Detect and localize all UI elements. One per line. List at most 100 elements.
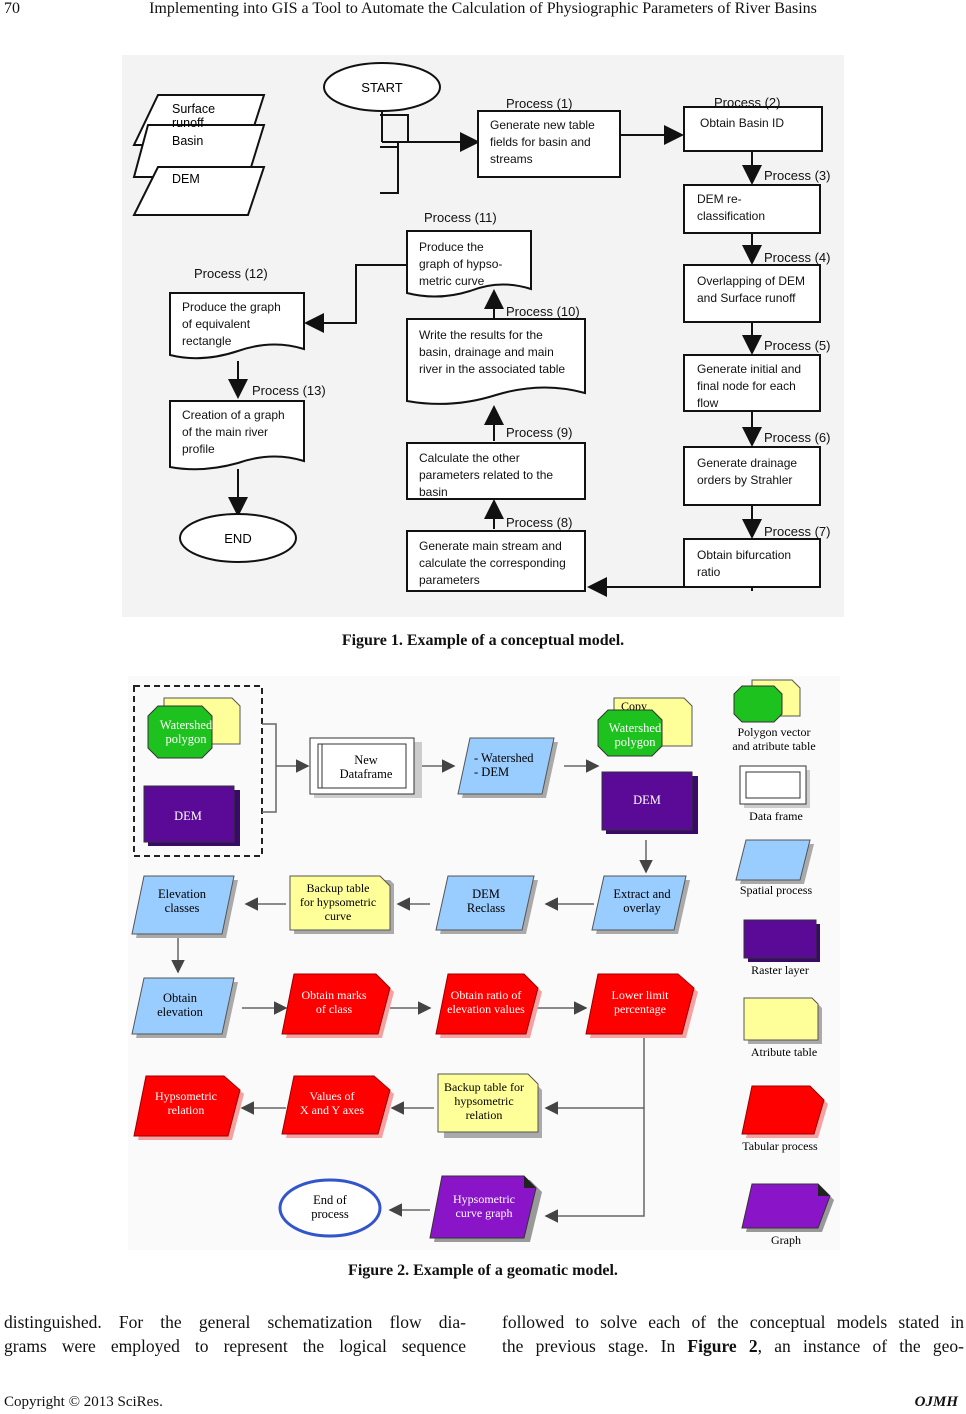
p1-label: Process (1) bbox=[506, 96, 572, 111]
p3-text: DEM re- bbox=[697, 192, 742, 206]
p9-text: basin bbox=[419, 485, 448, 499]
body-text-right: followed to solve each of the conceptual… bbox=[502, 1310, 964, 1358]
backup-hyps-curve: curve bbox=[325, 909, 352, 923]
watershed-polygon-2: polygon bbox=[615, 735, 657, 749]
p13-text: of the main river bbox=[182, 425, 268, 439]
extract-overlay: overlay bbox=[623, 901, 661, 915]
body-text-left: distinguished. For the general schematiz… bbox=[4, 1310, 466, 1358]
text-line: distinguished. For the general schematiz… bbox=[4, 1312, 466, 1332]
dem-raster-1: DEM bbox=[174, 809, 202, 823]
p4-text: Overlapping of DEM bbox=[697, 274, 805, 288]
end-of-process: End of bbox=[313, 1193, 348, 1207]
text-fragment: , an instance of the geo- bbox=[757, 1336, 964, 1356]
p5-text: final node for each bbox=[697, 379, 796, 393]
obtain-marks: of class bbox=[316, 1002, 353, 1016]
spatial-watershed-dem: - Watershed bbox=[474, 751, 534, 765]
p8-text: parameters bbox=[419, 573, 480, 587]
new-dataframe: Dataframe bbox=[340, 767, 393, 781]
input-basin: Basin bbox=[172, 134, 203, 148]
legend-raster: Raster layer bbox=[751, 963, 809, 977]
end-terminal: END bbox=[224, 531, 251, 546]
p3-text: classification bbox=[697, 209, 765, 223]
lower-limit: percentage bbox=[614, 1002, 666, 1016]
p1-text: Generate new table bbox=[490, 118, 595, 132]
p8-text: Generate main stream and bbox=[419, 539, 562, 553]
p7-text: Obtain bifurcation bbox=[697, 548, 791, 562]
p4-text: and Surface runoff bbox=[697, 291, 796, 305]
p3-label: Process (3) bbox=[764, 168, 830, 183]
extract-overlay: Extract and bbox=[613, 887, 671, 901]
watershed-polygon-2: Watershed bbox=[609, 721, 662, 735]
p6-text: Generate drainage bbox=[697, 456, 797, 470]
copyright: Copyright © 2013 SciRes. bbox=[4, 1394, 163, 1410]
text-line: the previous stage. In Figure 2, an inst… bbox=[502, 1334, 964, 1358]
text-line: grams were employed to represent the log… bbox=[4, 1336, 466, 1356]
p2-label: Process (2) bbox=[714, 95, 780, 110]
p5-label: Process (5) bbox=[764, 338, 830, 353]
hypsometric-curve-graph: Hypsometric bbox=[453, 1192, 515, 1206]
elevation-classes: classes bbox=[165, 901, 200, 915]
p7-label: Process (7) bbox=[764, 524, 830, 539]
lower-limit: Lower limit bbox=[612, 988, 670, 1002]
p12-label: Process (12) bbox=[194, 266, 268, 281]
end-of-process: process bbox=[311, 1207, 349, 1221]
p5-text: Generate initial and bbox=[697, 362, 801, 376]
p11-label: Process (11) bbox=[424, 210, 497, 225]
figure-2-caption: Figure 2. Example of a geomatic model. bbox=[348, 1262, 618, 1279]
p8-text: calculate the corresponding bbox=[419, 556, 566, 570]
obtain-ratio: Obtain ratio of bbox=[451, 988, 522, 1002]
obtain-elevation: elevation bbox=[157, 1005, 204, 1019]
start-terminal: START bbox=[361, 80, 402, 95]
p12-text: rectangle bbox=[182, 334, 232, 348]
p13-label: Process (13) bbox=[252, 383, 326, 398]
figure-2-geomatic-model: Watershed polygon DEM New Dataframe - Wa… bbox=[128, 676, 840, 1250]
p10-text: Write the results for the bbox=[419, 328, 543, 342]
input-surface-runoff-2: runoff bbox=[172, 116, 204, 130]
legend-dataframe: Data frame bbox=[749, 809, 803, 823]
legend-polygon: and atribute table bbox=[732, 739, 815, 753]
p11-text: Produce the bbox=[419, 240, 484, 254]
dem-reclass: Reclass bbox=[467, 901, 505, 915]
p12-text: of equivalent bbox=[182, 317, 251, 331]
journal-abbrev: OJMH bbox=[914, 1394, 958, 1410]
backup-hyps-curve: for hypsometric bbox=[300, 895, 376, 909]
p11-text: graph of hypso- bbox=[419, 257, 502, 271]
p9-text: Calculate the other bbox=[419, 451, 520, 465]
figure-1-flowchart: Surface runoff Basin DEM START END Proce… bbox=[122, 55, 844, 617]
values-xy: Values of bbox=[310, 1089, 355, 1103]
p4-label: Process (4) bbox=[764, 250, 830, 265]
watershed-polygon-1: polygon bbox=[166, 732, 208, 746]
obtain-marks: Obtain marks bbox=[302, 988, 367, 1002]
text-line: followed to solve each of the conceptual… bbox=[502, 1312, 964, 1332]
p10-text: basin, drainage and main bbox=[419, 345, 554, 359]
text-fragment: the previous stage. In bbox=[502, 1336, 688, 1356]
legend-spatial: Spatial process bbox=[740, 883, 813, 897]
backup-hyps-relation: Backup table for bbox=[444, 1080, 524, 1094]
p2-text: Obtain Basin ID bbox=[700, 116, 784, 130]
hypsometric-relation: Hypsometric bbox=[155, 1089, 217, 1103]
watershed-polygon-1: Watershed bbox=[160, 718, 213, 732]
obtain-ratio: elevation values bbox=[447, 1002, 525, 1016]
page-number: 70 bbox=[4, 0, 20, 17]
running-header: Implementing into GIS a Tool to Automate… bbox=[149, 0, 817, 17]
input-surface-runoff: Surface bbox=[172, 102, 215, 116]
p13-text: Creation of a graph bbox=[182, 408, 285, 422]
p12-text: Produce the graph bbox=[182, 300, 281, 314]
legend-graph: Graph bbox=[771, 1233, 801, 1247]
p10-label: Process (10) bbox=[506, 304, 580, 319]
new-dataframe: New bbox=[354, 753, 378, 767]
p5-text: flow bbox=[697, 396, 719, 410]
figure-1-caption: Figure 1. Example of a conceptual model. bbox=[341, 632, 625, 649]
values-xy: X and Y axes bbox=[300, 1103, 364, 1117]
spatial-watershed-dem: - DEM bbox=[474, 765, 509, 779]
p8-label: Process (8) bbox=[506, 515, 572, 530]
obtain-elevation: Obtain bbox=[163, 991, 198, 1005]
legend-polygon: Polygon vector bbox=[738, 725, 811, 739]
p13-text: profile bbox=[182, 442, 215, 456]
p1-text: fields for basin and bbox=[490, 135, 591, 149]
backup-hyps-relation: relation bbox=[466, 1108, 503, 1122]
p11-text: metric curve bbox=[419, 274, 485, 288]
legend-tabular: Tabular process bbox=[742, 1139, 818, 1153]
backup-hyps-curve: Backup table bbox=[307, 881, 370, 895]
figure-2-reference: Figure 2 bbox=[687, 1336, 758, 1356]
